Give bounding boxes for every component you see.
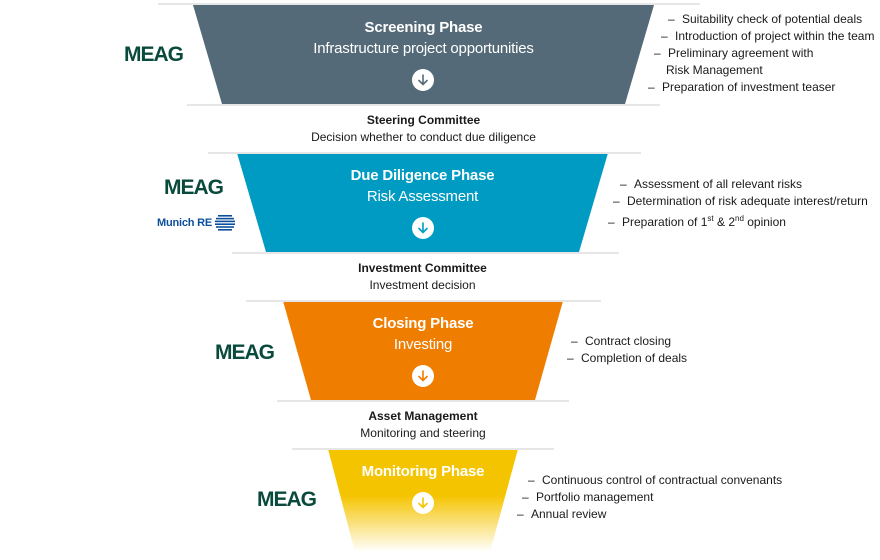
arrow-down-circle-icon bbox=[412, 365, 434, 387]
bullet-item: –Preliminary agreement with bbox=[654, 46, 814, 60]
committee-subtitle: Monitoring and steering bbox=[360, 426, 486, 440]
bullet-item: –Continuous control of contractual conve… bbox=[528, 473, 783, 487]
separator-line bbox=[208, 152, 641, 154]
committee-title: Asset Management bbox=[368, 409, 478, 423]
phase-title: Closing Phase bbox=[372, 315, 474, 332]
munich-re-logo: Munich RE bbox=[157, 215, 236, 231]
munich-re-wordmark: Munich RE bbox=[157, 217, 213, 229]
arrow-down-circle-icon bbox=[412, 217, 434, 239]
bullet-item: –Introduction of project within the team bbox=[661, 29, 875, 43]
phase-title: Monitoring Phase bbox=[361, 463, 485, 480]
screening-bullets: –Suitability check of potential deals –I… bbox=[648, 11, 875, 96]
bullet-item: –Determination of risk adequate interest… bbox=[613, 194, 868, 208]
committee-subtitle: Decision whether to conduct due diligenc… bbox=[311, 130, 536, 144]
closing-phase-shape bbox=[283, 301, 563, 400]
separator-line bbox=[246, 300, 601, 302]
separator-line bbox=[158, 3, 700, 5]
bullet-item: –Contract closing bbox=[571, 334, 672, 348]
arrow-down-circle-icon bbox=[412, 492, 434, 514]
meag-logo: MEAG bbox=[124, 43, 184, 66]
committee-subtitle: Investment decision bbox=[369, 278, 476, 292]
phase-subtitle: Risk Assessment bbox=[366, 188, 479, 205]
asset-management: Asset Management Monitoring and steering bbox=[311, 408, 535, 442]
screening-phase-shape bbox=[193, 5, 654, 104]
bullet-item: –Portfolio management bbox=[522, 490, 654, 504]
meag-logo: MEAG bbox=[164, 176, 224, 199]
monitoring-bullets: –Continuous control of contractual conve… bbox=[517, 472, 783, 523]
meag-logo: MEAG bbox=[215, 341, 275, 364]
committee-title: Steering Committee bbox=[366, 113, 481, 127]
bullet-item: –Suitability check of potential deals bbox=[668, 12, 863, 26]
bullet-item: –Completion of deals bbox=[567, 351, 688, 365]
bullet-item: –Preparation of investment teaser bbox=[648, 80, 836, 94]
closing-bullets: –Contract closing –Completion of deals bbox=[567, 333, 687, 367]
committee-title: Investment Committee bbox=[358, 261, 487, 275]
munich-re-emblem-icon bbox=[215, 215, 236, 231]
meag-logo: MEAG bbox=[257, 488, 317, 511]
bullet-item-continued: Risk Management bbox=[666, 63, 763, 77]
separator-line bbox=[232, 252, 619, 254]
phase-title: Due Diligence Phase bbox=[350, 167, 495, 184]
phase-title: Screening Phase bbox=[364, 19, 483, 36]
phase-subtitle: Infrastructure project opportunities bbox=[313, 40, 534, 57]
bullet-item: –Annual review bbox=[517, 507, 607, 521]
separator-line bbox=[277, 400, 569, 402]
separator-line bbox=[292, 448, 554, 450]
phase-subtitle: Investing bbox=[393, 336, 453, 353]
steering-committee: Steering Committee Decision whether to c… bbox=[222, 112, 625, 146]
arrow-down-circle-icon bbox=[412, 69, 434, 91]
separator-line bbox=[187, 104, 660, 106]
due-diligence-phase-shape bbox=[237, 153, 608, 252]
due-diligence-bullets: –Assessment of all relevant risks –Deter… bbox=[608, 176, 868, 231]
bullet-item: –Preparation of 1st & 2nd opinion bbox=[608, 214, 786, 229]
investment-committee: Investment Committee Investment decision bbox=[266, 260, 579, 294]
bullet-item: –Assessment of all relevant risks bbox=[620, 177, 803, 191]
